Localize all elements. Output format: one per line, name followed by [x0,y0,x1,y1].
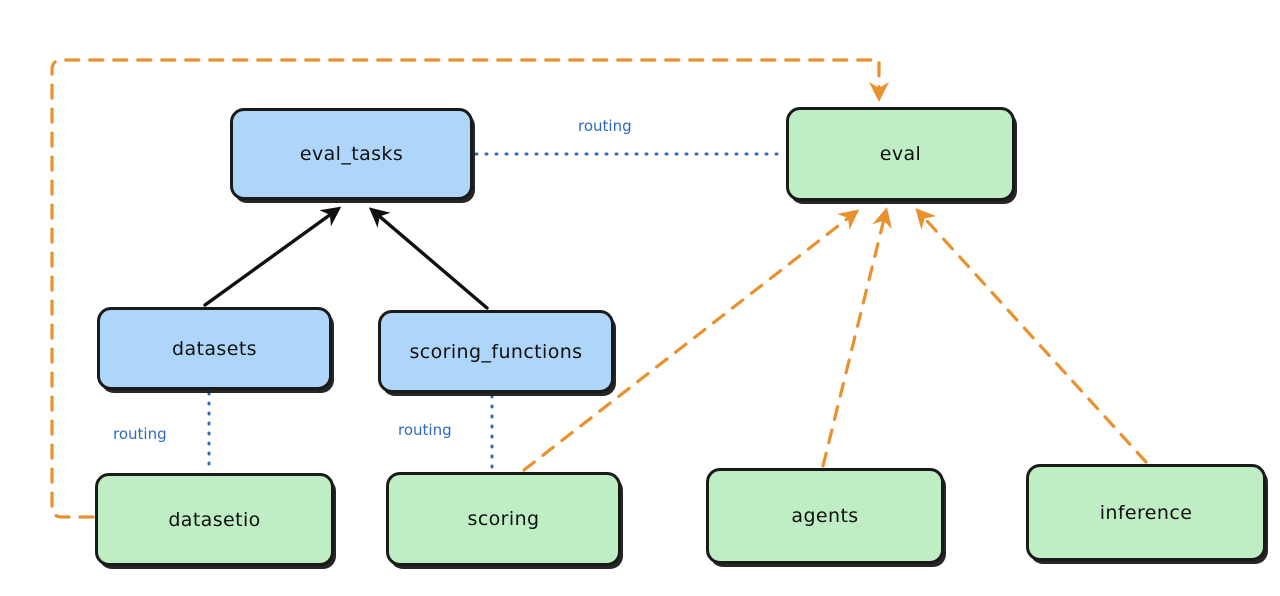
node-scoring-functions[interactable]: scoring_functions [378,310,614,393]
node-label-agents: agents [791,505,859,527]
node-agents[interactable]: agents [706,468,944,564]
edge-datasetio-to-eval [50,58,889,519]
node-label-scoring-functions: scoring_functions [409,340,583,363]
node-label-datasetio: datasetio [168,508,261,531]
edge-inference-to-eval [915,208,1148,464]
edge-label-routing-datasets-datasetio: routing [113,425,167,443]
edge-scoring-to-eval [522,209,860,472]
edge-scoring-functions-to-eval-tasks [368,207,489,310]
node-label-eval: eval [879,143,922,165]
node-scoring[interactable]: scoring [386,472,621,566]
node-label-datasets: datasets [172,337,257,360]
edge-datasets-to-eval-tasks [203,206,342,307]
node-eval-tasks[interactable]: eval_tasks [230,108,473,200]
node-label-eval-tasks: eval_tasks [299,143,404,165]
node-eval[interactable]: eval [786,107,1015,201]
edge-label-routing-scoring-functions-scoring: routing [398,421,452,439]
node-label-scoring: scoring [467,508,540,530]
edge-label-routing-eval-tasks-eval: routing [578,117,632,135]
edge-agents-to-eval [821,207,892,468]
node-label-inference: inference [1099,501,1193,524]
node-inference[interactable]: inference [1026,464,1266,561]
node-datasets[interactable]: datasets [97,307,332,390]
node-datasetio[interactable]: datasetio [95,473,334,566]
